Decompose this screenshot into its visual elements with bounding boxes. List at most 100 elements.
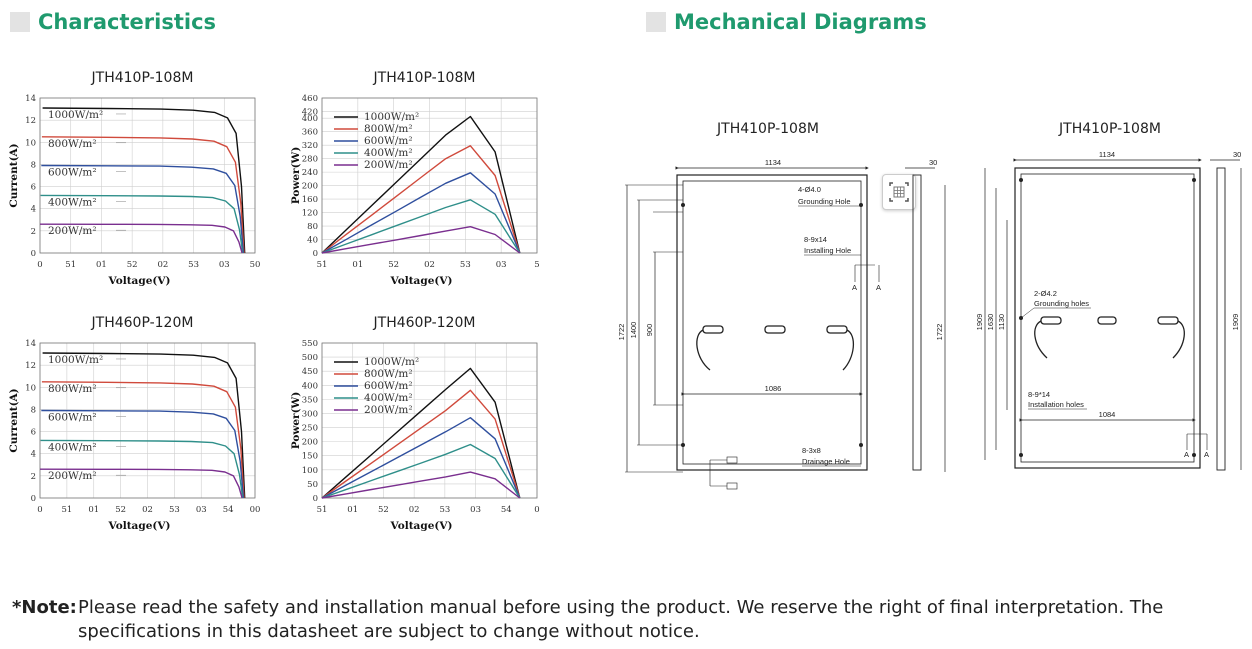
x-tick-label: 0 bbox=[534, 505, 539, 515]
legend-label: 1000W/m² bbox=[48, 354, 103, 366]
legend-label: 200W/m² bbox=[364, 159, 413, 171]
right-width-dim: 1134 bbox=[1099, 150, 1115, 159]
legend-label: 800W/m² bbox=[364, 368, 413, 380]
y-tick-label: 4 bbox=[31, 205, 36, 215]
left-drainage-label: Drainage Hole bbox=[802, 457, 850, 466]
y-tick-label: 80 bbox=[307, 222, 318, 232]
x-tick-label: 01 bbox=[96, 260, 107, 270]
y-axis-label: Power(W) bbox=[290, 392, 302, 450]
x-tick-label: 0 bbox=[37, 505, 42, 515]
legend-label: 200W/m² bbox=[48, 225, 97, 237]
y-tick-label: 450 bbox=[302, 367, 318, 377]
y-tick-label: 500 bbox=[302, 353, 318, 363]
series-line bbox=[321, 145, 521, 254]
legend-label: 800W/m² bbox=[364, 123, 413, 135]
x-tick-label: 52 bbox=[127, 260, 138, 270]
legend-label: 400W/m² bbox=[364, 392, 413, 404]
chart-svg: JTH410P-108M0408012016020024028032036040… bbox=[290, 70, 540, 287]
x-tick-label: 53 bbox=[188, 260, 199, 270]
legend-label: 600W/m² bbox=[48, 412, 97, 424]
mechanical-heading: Mechanical Diagrams bbox=[646, 10, 927, 34]
y-axis-label: Current(A) bbox=[8, 143, 20, 207]
y-tick-label: 6 bbox=[31, 183, 36, 193]
x-tick-label: 02 bbox=[424, 260, 435, 270]
x-tick-label: 51 bbox=[61, 505, 72, 515]
x-tick-label: 01 bbox=[88, 505, 99, 515]
x-tick-label: 53 bbox=[460, 260, 471, 270]
series-line bbox=[42, 107, 246, 254]
left-grounding-spec: 4-Ø4.0 bbox=[798, 185, 821, 194]
series-line bbox=[321, 389, 521, 499]
right-inner-width-dim: 1084 bbox=[1099, 410, 1116, 419]
legend-label: 1000W/m² bbox=[48, 109, 103, 121]
series-line bbox=[41, 164, 245, 254]
x-tick-label: 51 bbox=[317, 505, 328, 515]
left-thickness-dim: 30 bbox=[929, 158, 937, 167]
plot-frame bbox=[321, 342, 538, 499]
x-tick-label: 03 bbox=[196, 505, 207, 515]
right-diagram-title: JTH410P-108M bbox=[1058, 121, 1161, 137]
right-grounding-spec: 2-Ø4.2 bbox=[1034, 289, 1057, 298]
y-tick-label: 400 bbox=[302, 381, 318, 391]
x-tick-label: 50 bbox=[250, 260, 261, 270]
x-tick-label: 52 bbox=[115, 505, 126, 515]
x-tick-label: 03 bbox=[496, 260, 507, 270]
left-installing-spec: 8-9x14 bbox=[804, 235, 827, 244]
legend-label: 600W/m² bbox=[364, 380, 413, 392]
heading-square-icon bbox=[10, 12, 30, 32]
right-height-dim: 1909 bbox=[975, 314, 984, 331]
legend-label: 800W/m² bbox=[48, 138, 97, 150]
series-line bbox=[321, 172, 521, 254]
y-tick-label: 120 bbox=[302, 209, 318, 219]
left-side-height-dim: 1722 bbox=[935, 324, 944, 341]
y-tick-label: 12 bbox=[25, 361, 36, 371]
series-line bbox=[40, 439, 244, 499]
y-tick-label: 150 bbox=[302, 452, 318, 462]
y-tick-label: 460 bbox=[302, 94, 318, 104]
legend-label: 1000W/m² bbox=[364, 356, 419, 368]
left-drainage-spec: 8-3x8 bbox=[802, 446, 821, 455]
series-line bbox=[321, 417, 521, 499]
heading-square-icon bbox=[646, 12, 666, 32]
series-line bbox=[321, 226, 521, 254]
y-tick-label: 10 bbox=[25, 138, 36, 148]
mechanical-diagrams: JTH410P-108M 1134 1086 1722 1400 900 4-Ø… bbox=[617, 121, 1242, 490]
y-tick-label: 12 bbox=[25, 116, 36, 126]
right-h1-dim: 1630 bbox=[986, 314, 995, 331]
x-tick-label: 00 bbox=[250, 505, 261, 515]
y-tick-label: 300 bbox=[302, 409, 318, 419]
x-axis-label: Voltage(V) bbox=[390, 520, 453, 532]
x-tick-label: 53 bbox=[439, 505, 450, 515]
left-grounding-label: Grounding Hole bbox=[798, 197, 851, 206]
right-side-height-dim: 1909 bbox=[1231, 314, 1240, 331]
y-tick-label: 200 bbox=[302, 182, 318, 192]
y-tick-label: 420 bbox=[302, 107, 318, 117]
right-installing-label: Installation holes bbox=[1028, 400, 1084, 409]
y-tick-label: 14 bbox=[25, 94, 36, 104]
x-tick-label: 03 bbox=[219, 260, 230, 270]
y-tick-label: 200 bbox=[302, 438, 318, 448]
right-thickness-dim: 30 bbox=[1233, 150, 1241, 159]
x-tick-label: 54 bbox=[501, 505, 512, 515]
x-tick-label: 5 bbox=[534, 260, 539, 270]
legend-label: 600W/m² bbox=[48, 167, 97, 179]
y-tick-label: 2 bbox=[31, 227, 36, 237]
right-installing-spec: 8-9*14 bbox=[1028, 390, 1050, 399]
y-tick-label: 250 bbox=[302, 424, 318, 434]
legend-label: 200W/m² bbox=[364, 404, 413, 416]
y-tick-label: 40 bbox=[307, 236, 318, 246]
scan-icon[interactable] bbox=[882, 174, 916, 210]
x-tick-label: 52 bbox=[388, 260, 399, 270]
y-tick-label: 320 bbox=[302, 141, 318, 151]
series-line bbox=[321, 115, 521, 254]
right-grounding-label: Grounding holes bbox=[1034, 299, 1089, 308]
series-line bbox=[321, 199, 521, 254]
series-line bbox=[41, 136, 245, 254]
legend-label: 800W/m² bbox=[48, 383, 97, 395]
legend-label: 400W/m² bbox=[48, 196, 97, 208]
y-tick-label: 550 bbox=[302, 339, 318, 349]
note-label: *Note: bbox=[12, 597, 77, 618]
